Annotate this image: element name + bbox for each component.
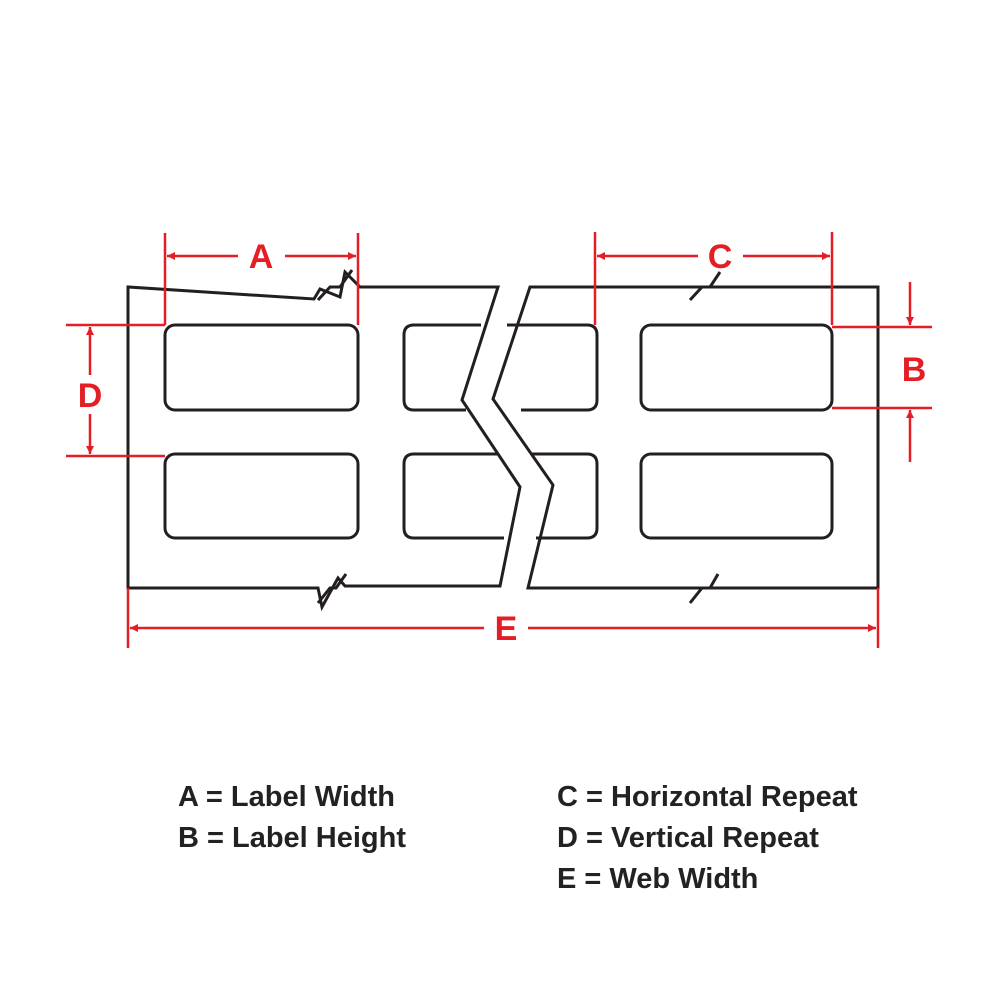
labels (163, 323, 834, 540)
break-mark-bottom-right (688, 573, 720, 604)
label-row1-col3 (639, 323, 834, 412)
label-row1-col1 (163, 323, 360, 412)
label-row1-col2-left (402, 323, 481, 412)
legend-item-horizontal-repeat: C = Horizontal Repeat (557, 781, 858, 813)
web-liner (126, 268, 880, 612)
dimension-lines (66, 232, 932, 648)
dim-b-letter: B (902, 351, 927, 389)
legend-item-web-width: E = Web Width (557, 863, 759, 895)
label-row2-col3 (639, 452, 834, 540)
label-row2-col1 (163, 452, 360, 540)
break-mark-top-left (316, 269, 354, 302)
label-row2-col2-right (531, 452, 599, 540)
legend-right-column: C = Horizontal Repeat D = Vertical Repea… (557, 777, 858, 900)
break-mark-bottom-left (316, 573, 348, 604)
labels-partial (402, 323, 599, 540)
dim-c-letter: C (708, 238, 733, 276)
label-row2-col2-left (402, 452, 504, 540)
break-mark-top-right (688, 271, 722, 302)
legend-item-label-width: A = Label Width (178, 781, 395, 813)
legend-left-column: A = Label Width B = Label Height (178, 777, 406, 859)
dim-e-letter: E (495, 610, 518, 648)
dim-d-letter: D (78, 377, 103, 415)
label-row1-col2-right (507, 323, 599, 412)
legend-item-vertical-repeat: D = Vertical Repeat (557, 822, 819, 854)
break-marks (316, 269, 722, 604)
web-left-piece (126, 268, 522, 612)
dim-a-letter: A (249, 238, 274, 276)
web-right-piece (491, 285, 880, 590)
legend-item-label-height: B = Label Height (178, 822, 407, 854)
